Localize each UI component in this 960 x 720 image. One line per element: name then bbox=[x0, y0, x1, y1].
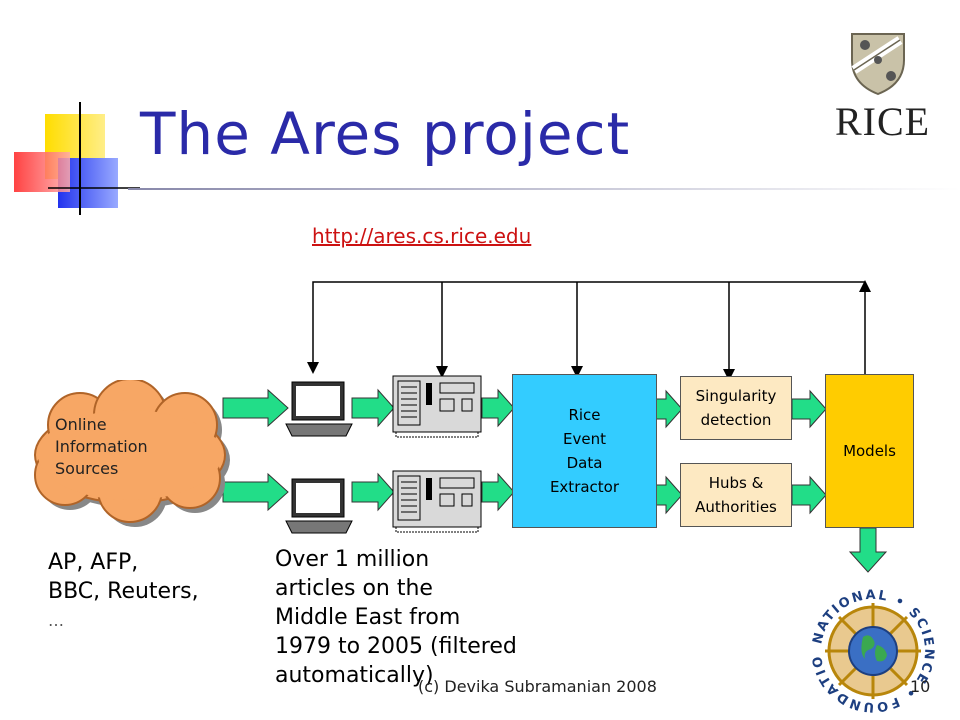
laptop-icon bbox=[285, 478, 353, 534]
laptop-icon bbox=[285, 381, 353, 437]
footer-copyright: (c) Devika Subramanian 2008 bbox=[418, 677, 657, 696]
server-icon bbox=[392, 470, 482, 533]
server-icon bbox=[392, 375, 482, 438]
flow-arrows bbox=[222, 388, 888, 573]
cloud-icon bbox=[34, 380, 230, 527]
title-underline bbox=[128, 188, 960, 190]
articles-caption: Over 1 million articles on the Middle Ea… bbox=[275, 547, 517, 688]
source-label: Online Information Sources bbox=[55, 415, 148, 478]
hubs-authorities-box: Hubs & Authorities bbox=[680, 463, 792, 527]
page-number: 10 bbox=[910, 677, 931, 696]
rice-shield-icon bbox=[851, 33, 905, 96]
event-extractor-box: Rice Event Data Extractor bbox=[512, 374, 657, 528]
models-box: Models bbox=[825, 374, 914, 528]
feedback-lines bbox=[307, 280, 871, 381]
corner-decoration bbox=[14, 102, 140, 215]
sources-caption: AP, AFP, BBC, Reuters, … bbox=[48, 550, 199, 630]
ares-link[interactable]: http://ares.cs.rice.edu bbox=[312, 224, 532, 248]
rice-wordmark: RICE bbox=[835, 99, 931, 144]
singularity-detection-box: Singularity detection bbox=[680, 376, 792, 440]
slide-title: The Ares project bbox=[140, 100, 631, 168]
nsf-logo-icon: NATIONAL • SCIENCE • FOUNDATION bbox=[805, 585, 934, 714]
